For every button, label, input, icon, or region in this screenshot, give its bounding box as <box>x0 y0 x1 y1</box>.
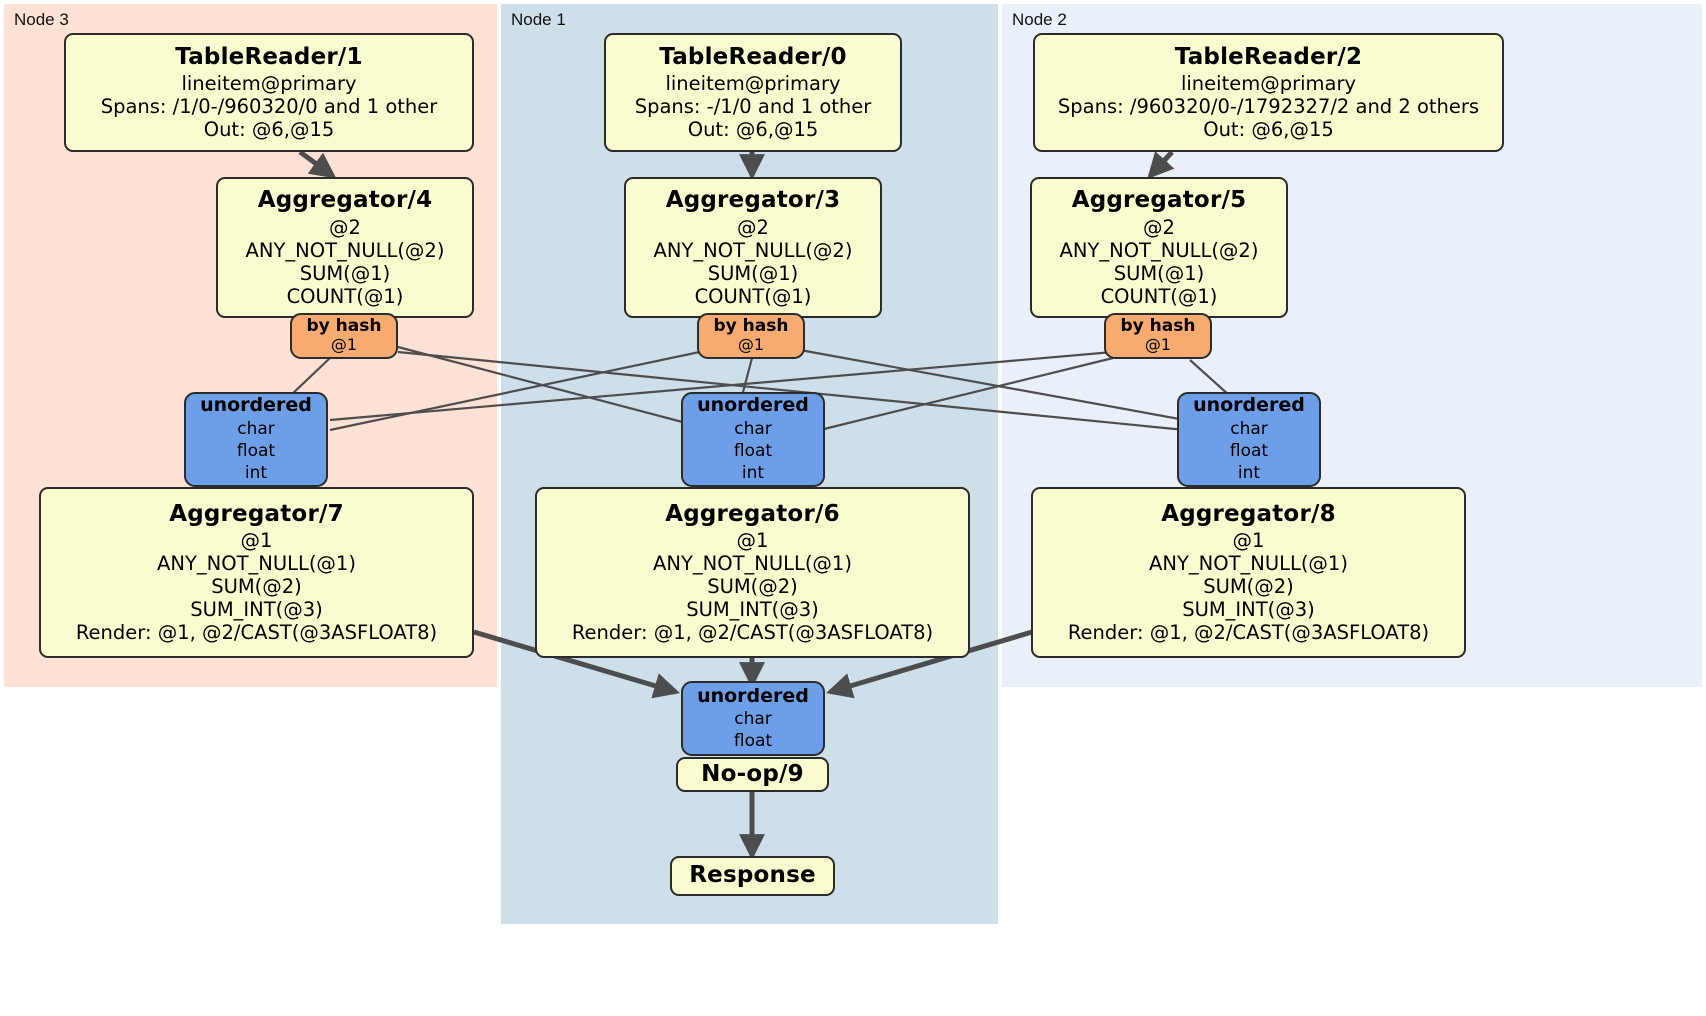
node-panel-label-node3: Node 3 <box>14 10 69 29</box>
processor-title: TableReader/0 <box>659 43 847 70</box>
processor-tablereader-2[interactable]: TableReader/2 lineitem@primary Spans: /9… <box>1033 33 1504 152</box>
processor-aggregator-3[interactable]: Aggregator/3 @2 ANY_NOT_NULL(@2) SUM(@1)… <box>624 177 882 318</box>
processor-line: COUNT(@1) <box>286 284 404 308</box>
synchronizer-unordered-left[interactable]: unordered char float int <box>184 392 328 487</box>
processor-line: @1 <box>736 529 769 553</box>
processor-line: SUM(@1) <box>299 261 391 285</box>
processor-title: Aggregator/5 <box>1071 187 1247 214</box>
sync-line: char <box>734 419 772 440</box>
processor-response[interactable]: Response <box>670 856 835 896</box>
output-router-by-hash-left[interactable]: by hash @1 <box>290 313 398 359</box>
processor-aggregator-5[interactable]: Aggregator/5 @2 ANY_NOT_NULL(@2) SUM(@1)… <box>1030 177 1288 318</box>
sync-line: int <box>741 463 765 484</box>
synchronizer-unordered-center[interactable]: unordered char float int <box>681 392 825 487</box>
processor-title: TableReader/2 <box>1174 43 1363 70</box>
router-line: @1 <box>1144 335 1172 355</box>
processor-line: Spans: /960320/0-/1792327/2 and 2 others <box>1057 95 1480 119</box>
processor-title: Aggregator/3 <box>665 187 841 214</box>
processor-title: Aggregator/6 <box>665 500 840 527</box>
router-line: @1 <box>330 335 358 355</box>
sync-title: unordered <box>1193 394 1305 417</box>
processor-no-op-9[interactable]: No-op/9 <box>676 757 829 792</box>
processor-line: lineitem@primary <box>665 72 841 96</box>
processor-line: Render: @1, @2/CAST(@3ASFLOAT8) <box>571 621 934 645</box>
sync-title: unordered <box>697 684 809 707</box>
processor-line: @2 <box>1143 215 1175 239</box>
processor-line: Out: @6,@15 <box>687 118 819 142</box>
processor-tablereader-0[interactable]: TableReader/0 lineitem@primary Spans: -/… <box>604 33 902 152</box>
output-router-by-hash-center[interactable]: by hash @1 <box>697 313 805 359</box>
sync-line: char <box>1230 419 1268 440</box>
processor-line: SUM(@2) <box>1203 575 1294 599</box>
processor-line: ANY_NOT_NULL(@1) <box>1149 552 1348 576</box>
sync-line: float <box>733 441 773 462</box>
processor-line: lineitem@primary <box>1180 72 1357 96</box>
processor-aggregator-8[interactable]: Aggregator/8 @1 ANY_NOT_NULL(@1) SUM(@2)… <box>1031 487 1466 658</box>
sync-line: float <box>236 441 276 462</box>
processor-aggregator-7[interactable]: Aggregator/7 @1 ANY_NOT_NULL(@1) SUM(@2)… <box>39 487 474 658</box>
processor-line: Spans: -/1/0 and 1 other <box>634 95 872 119</box>
processor-line: ANY_NOT_NULL(@1) <box>653 552 852 576</box>
processor-line: ANY_NOT_NULL(@1) <box>157 552 356 576</box>
processor-line: Spans: /1/0-/960320/0 and 1 other <box>100 95 438 119</box>
processor-line: Render: @1, @2/CAST(@3ASFLOAT8) <box>75 621 438 645</box>
processor-line: SUM_INT(@3) <box>190 598 323 622</box>
router-title: by hash <box>713 316 789 337</box>
sync-line: int <box>244 463 268 484</box>
node-panel-label-node2: Node 2 <box>1012 10 1067 29</box>
processor-line: COUNT(@1) <box>1100 284 1218 308</box>
processor-title: Aggregator/8 <box>1161 500 1336 527</box>
processor-line: ANY_NOT_NULL(@2) <box>653 238 853 262</box>
sync-title: unordered <box>200 394 312 417</box>
processor-title: TableReader/1 <box>175 43 363 70</box>
processor-line: ANY_NOT_NULL(@2) <box>245 238 445 262</box>
processor-line: @1 <box>240 529 273 553</box>
processor-title: Response <box>689 862 816 889</box>
processor-line: @2 <box>329 215 361 239</box>
router-title: by hash <box>1120 316 1196 337</box>
sync-title: unordered <box>697 394 809 417</box>
processor-line: lineitem@primary <box>181 72 357 96</box>
processor-line: SUM_INT(@3) <box>1182 598 1315 622</box>
processor-line: SUM(@2) <box>211 575 302 599</box>
sync-line: char <box>734 709 772 730</box>
synchronizer-unordered-right[interactable]: unordered char float int <box>1177 392 1321 487</box>
processor-line: Out: @6,@15 <box>203 118 335 142</box>
processor-line: SUM(@1) <box>707 261 799 285</box>
processor-line: Render: @1, @2/CAST(@3ASFLOAT8) <box>1067 621 1430 645</box>
processor-line: COUNT(@1) <box>694 284 812 308</box>
processor-aggregator-6[interactable]: Aggregator/6 @1 ANY_NOT_NULL(@1) SUM(@2)… <box>535 487 970 658</box>
processor-title: Aggregator/4 <box>257 187 433 214</box>
sync-line: float <box>1229 441 1269 462</box>
processor-line: SUM(@2) <box>707 575 798 599</box>
processor-title: Aggregator/7 <box>169 500 344 527</box>
sync-line: float <box>733 731 773 752</box>
sync-line: char <box>237 419 275 440</box>
processor-line: SUM_INT(@3) <box>686 598 819 622</box>
processor-line: SUM(@1) <box>1113 261 1205 285</box>
router-title: by hash <box>306 316 382 337</box>
router-line: @1 <box>737 335 765 355</box>
processor-line: Out: @6,@15 <box>1203 118 1334 142</box>
processor-tablereader-1[interactable]: TableReader/1 lineitem@primary Spans: /1… <box>64 33 474 152</box>
processor-line: @1 <box>1232 529 1265 553</box>
synchronizer-unordered-final[interactable]: unordered char float <box>681 681 825 756</box>
output-router-by-hash-right[interactable]: by hash @1 <box>1104 313 1212 359</box>
processor-title: No-op/9 <box>701 760 804 787</box>
processor-aggregator-4[interactable]: Aggregator/4 @2 ANY_NOT_NULL(@2) SUM(@1)… <box>216 177 474 318</box>
processor-line: @2 <box>737 215 769 239</box>
processor-line: ANY_NOT_NULL(@2) <box>1059 238 1259 262</box>
sync-line: int <box>1237 463 1261 484</box>
node-panel-label-node1: Node 1 <box>511 10 566 29</box>
